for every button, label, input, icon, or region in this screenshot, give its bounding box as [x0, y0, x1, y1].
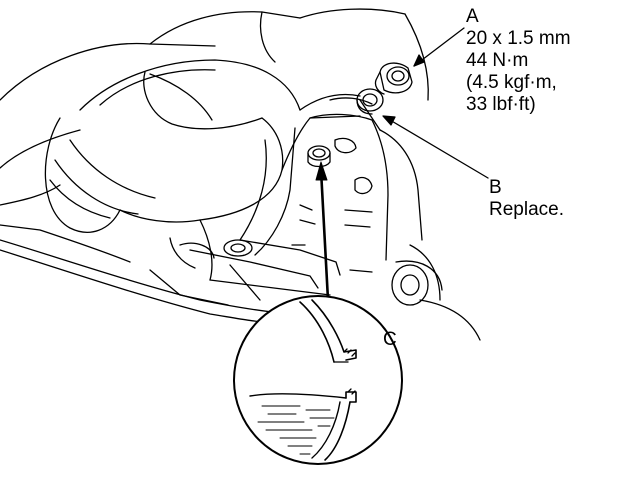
transmission-case [149, 113, 389, 306]
callout-a-letter: A [466, 6, 479, 27]
callout-a-size: 20 x 1.5 mm [466, 28, 571, 49]
callout-a: A 20 x 1.5 mm 44 N·m (4.5 kgf·m, 33 lbf·… [466, 6, 571, 116]
detail-circle-c [233, 295, 403, 465]
callout-a-torque-kgfm: (4.5 kgf·m, [466, 72, 557, 93]
fill-hole [307, 145, 331, 168]
sealing-washer-b [356, 88, 384, 115]
filter-housing [44, 59, 361, 233]
callout-c: C [383, 329, 397, 351]
callout-a-torque-lbfft: 33 lbf·ft) [466, 94, 536, 115]
callout-b: B Replace. [489, 177, 564, 221]
callout-a-torque-nm: 44 N·m [466, 50, 529, 71]
callout-c-letter: C [383, 329, 397, 350]
callout-b-letter: B [489, 177, 502, 198]
plug-bolt-a [374, 62, 413, 95]
engine-outline [0, 8, 481, 341]
callout-b-note: Replace. [489, 199, 564, 220]
